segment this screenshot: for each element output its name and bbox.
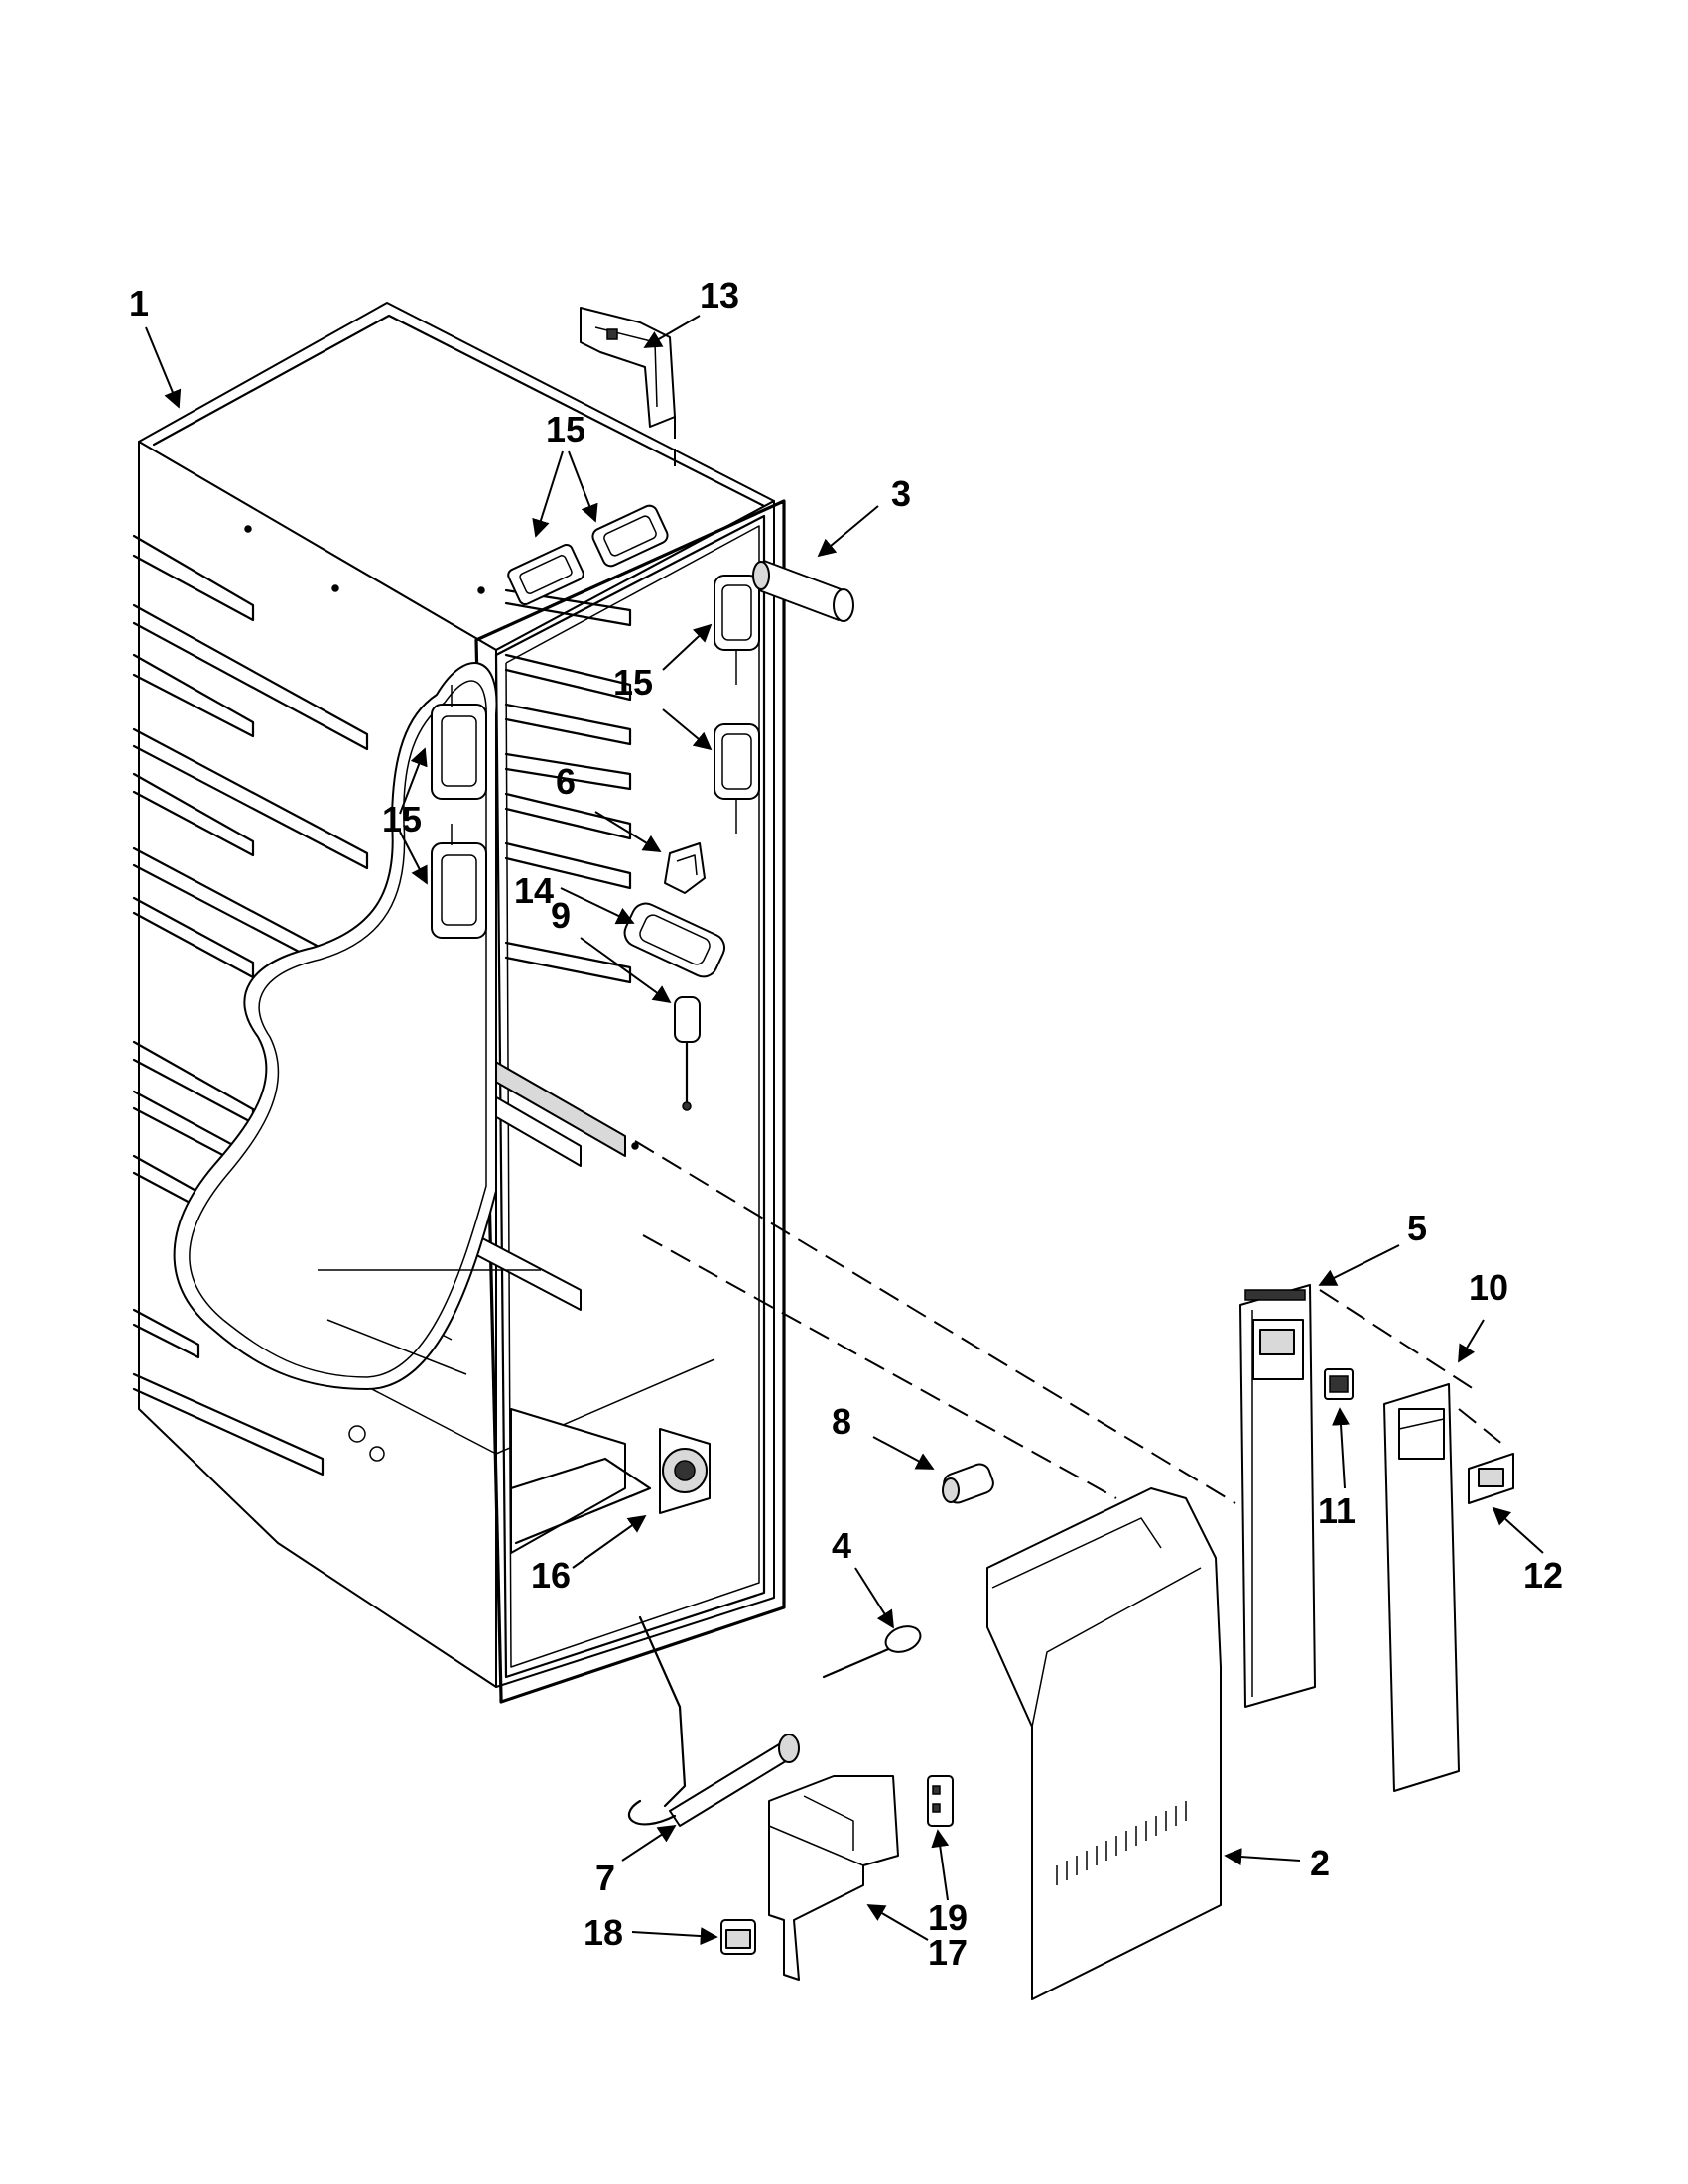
- wire-clip: [664, 842, 706, 894]
- label-plate: [1468, 1453, 1514, 1504]
- control-overlay: [1383, 1383, 1460, 1792]
- left-wall-housing-upper: [431, 685, 487, 800]
- air-duct: [768, 1775, 899, 1981]
- light-housing-lower: [714, 723, 760, 834]
- callout-15-right: 15: [613, 662, 653, 703]
- callout-18: 18: [584, 1912, 623, 1953]
- callout-19: 19: [928, 1897, 968, 1938]
- callout-17: 17: [928, 1932, 968, 1973]
- fresh-food-liner: [132, 302, 786, 1704]
- left-wall-housing-lower: [431, 824, 487, 939]
- control-switch: [1324, 1368, 1354, 1400]
- callout-14: 14: [514, 870, 554, 911]
- damper-clip: [927, 1775, 954, 1827]
- defrost-heater: [627, 1615, 800, 1827]
- callout-11: 11: [1318, 1490, 1356, 1531]
- callout-9: 9: [551, 895, 571, 936]
- light-housing-upper: [714, 575, 760, 685]
- water-filter: [752, 560, 854, 622]
- callout-12: 12: [1523, 1555, 1563, 1596]
- callout-8: 8: [832, 1401, 851, 1442]
- defrost-sensor: [822, 1625, 922, 1679]
- callout-6: 6: [556, 761, 576, 802]
- callout-15-left: 15: [382, 799, 422, 839]
- wire-connector: [720, 1919, 756, 1955]
- thermistor: [674, 996, 701, 1111]
- evaporator-cover: [986, 1487, 1222, 2000]
- callout-1: 1: [129, 283, 149, 323]
- callout-labels: 1 2 3 4 5 6 7 8 9 10 11 12 13 14 15 15 1…: [129, 275, 1563, 1973]
- callout-3: 3: [891, 473, 911, 514]
- callout-4: 4: [832, 1525, 851, 1566]
- callout-5: 5: [1407, 1208, 1427, 1248]
- callout-15-top: 15: [546, 409, 585, 450]
- callout-10: 10: [1469, 1267, 1508, 1308]
- assembly-lines: [634, 1140, 1509, 1504]
- callout-2: 2: [1310, 1843, 1330, 1883]
- control-housing-top-b: [591, 504, 669, 568]
- callout-7: 7: [595, 1858, 615, 1898]
- control-housing-top-a: [507, 543, 584, 606]
- control-panel: [1239, 1284, 1316, 1708]
- evaporator-fan: [659, 1428, 711, 1514]
- callout-13: 13: [700, 275, 739, 316]
- callout-16: 16: [531, 1555, 571, 1596]
- light-socket: [942, 1463, 994, 1504]
- leader-arrows: [145, 315, 1544, 1946]
